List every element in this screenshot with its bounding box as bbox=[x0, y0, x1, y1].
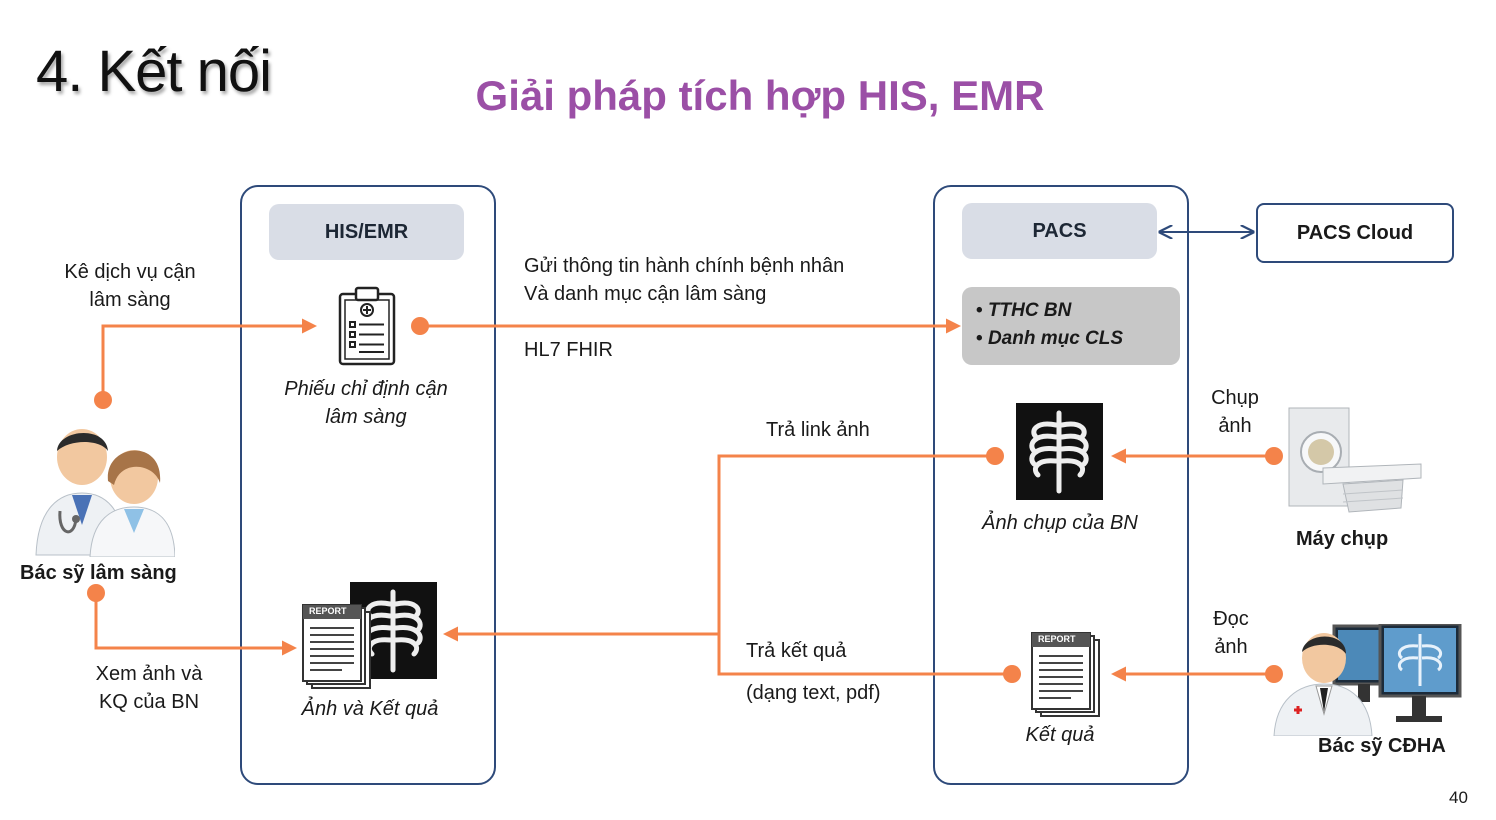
slide-title: 4. Kết nối bbox=[36, 39, 272, 104]
scanner-action-line-1: Chụp bbox=[1211, 387, 1259, 409]
pacs-header: PACS bbox=[962, 203, 1157, 259]
bullet-tthc: TTHC BN bbox=[976, 297, 1180, 325]
order-form-caption: Phiếu chỉ định cận lâm sàng bbox=[260, 375, 472, 431]
flow-return-result bbox=[717, 634, 1012, 676]
report-tag: REPORT bbox=[1038, 634, 1076, 644]
report-tag: REPORT bbox=[309, 606, 347, 616]
pacs-data-box: TTHC BN Danh mục CLS bbox=[962, 287, 1180, 365]
flow-view bbox=[94, 593, 297, 656]
clinician-view-text: Xem ảnh và KQ của BN bbox=[70, 660, 228, 716]
pacs-cloud-box: PACS Cloud bbox=[1256, 203, 1454, 263]
his-emr-header: HIS/EMR bbox=[269, 204, 464, 260]
bullet-cls: Danh mục CLS bbox=[976, 325, 1180, 353]
scanner-action-text: Chụp ảnh bbox=[1200, 384, 1270, 440]
dot-radiologist bbox=[1265, 665, 1283, 683]
dot-result bbox=[1003, 665, 1021, 683]
return-link-label: Trả link ảnh bbox=[766, 419, 870, 441]
view-text-line-2: KQ của BN bbox=[98, 691, 200, 713]
send-info-text: Gửi thông tin hành chính bệnh nhân Và da… bbox=[524, 252, 844, 308]
return-format-label: (dạng text, pdf) bbox=[746, 682, 881, 704]
page-number: 40 bbox=[1449, 788, 1468, 807]
radiologist-icon bbox=[1273, 624, 1462, 736]
order-caption-line-1: Phiếu chỉ định cận bbox=[284, 378, 448, 400]
dot-view bbox=[87, 584, 105, 602]
send-text-line-1: Gửi thông tin hành chính bệnh nhân bbox=[524, 255, 845, 277]
radiologist-action-line-2: ảnh bbox=[1214, 636, 1248, 658]
pacs-image-caption: Ảnh chụp của BN bbox=[982, 512, 1138, 534]
pacs-result-caption: Kết quả bbox=[1025, 724, 1095, 746]
flow-return-link bbox=[443, 454, 995, 642]
report-document-icon bbox=[1031, 632, 1100, 717]
flow-order bbox=[101, 318, 317, 400]
protocol-label: HL7 FHIR bbox=[524, 339, 613, 361]
xray-chest-icon bbox=[1016, 403, 1103, 500]
dot-send bbox=[411, 317, 429, 335]
doctors-icon bbox=[35, 429, 175, 557]
return-result-label: Trả kết quả bbox=[746, 640, 847, 662]
scanner-action-line-2: ảnh bbox=[1218, 415, 1252, 437]
order-text-line-1: Kê dịch vụ cận bbox=[64, 261, 196, 283]
dot-order bbox=[94, 391, 112, 409]
dot-scanner bbox=[1265, 447, 1283, 465]
clinician-label: Bác sỹ lâm sàng bbox=[20, 562, 177, 584]
his-result-caption: Ảnh và Kết quả bbox=[301, 698, 439, 720]
ct-scanner-icon bbox=[1288, 407, 1422, 513]
report-document-icon bbox=[302, 604, 371, 689]
scanner-label: Máy chụp bbox=[1296, 528, 1389, 550]
order-text-line-2: lâm sàng bbox=[89, 289, 171, 311]
slide-subtitle: Giải pháp tích hợp HIS, EMR bbox=[475, 72, 1045, 119]
send-text-line-2: Và danh mục cận lâm sàng bbox=[524, 283, 767, 305]
view-text-line-1: Xem ảnh và bbox=[95, 663, 203, 685]
radiologist-action-text: Đọc ảnh bbox=[1196, 605, 1266, 661]
clipboard-icon bbox=[338, 286, 396, 366]
clinician-order-text: Kê dịch vụ cận lâm sàng bbox=[40, 258, 220, 314]
radiologist-label: Bác sỹ CĐHA bbox=[1318, 735, 1446, 757]
dot-image bbox=[986, 447, 1004, 465]
order-caption-line-2: lâm sàng bbox=[325, 406, 407, 428]
radiologist-action-line-1: Đọc bbox=[1213, 608, 1249, 630]
